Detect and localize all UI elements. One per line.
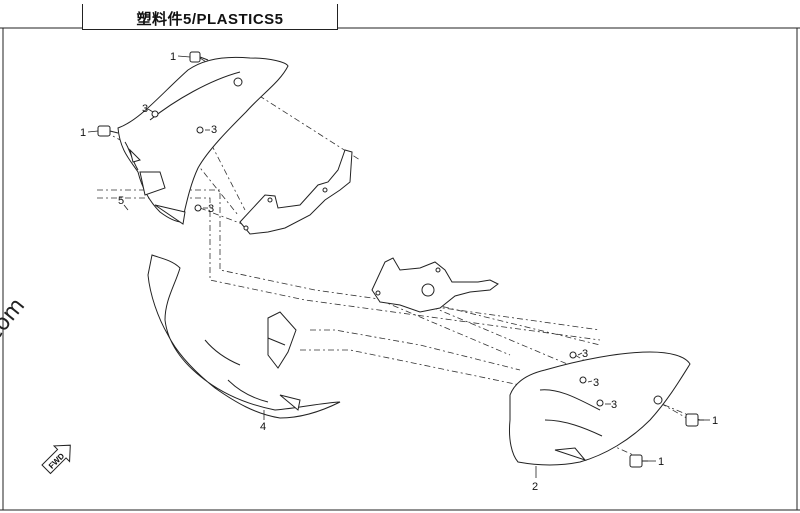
diagram-title: 塑料件5/PLASTICS5 [136,11,284,28]
screw-icon [196,126,204,134]
screw-icon [579,376,587,384]
callout-1: 1 [712,415,718,427]
screw-icon [596,399,604,407]
callout-3: 3 [582,348,588,360]
frame [0,27,800,511]
fasteners [97,51,704,468]
screw-icon [151,110,159,118]
bolt-icon [629,454,648,468]
callout-4: 4 [260,421,266,433]
bolt-icon [97,125,119,137]
callout-1: 1 [80,127,86,139]
callout-3: 3 [142,103,148,115]
lower-fairing-part-2 [509,351,691,466]
callout-3: 3 [593,377,599,389]
bolt-icon [685,413,704,427]
callout-1: 1 [170,51,176,63]
callout-5: 5 [118,195,124,207]
callout-leaders [87,55,710,478]
callout-numbers: 1 1 1 1 2 3 3 3 3 3 3 4 5 [80,51,718,493]
upper-bracket [239,149,353,235]
callout-2: 2 [532,481,538,493]
screw-icon [569,351,577,359]
callout-3: 3 [611,399,617,411]
lower-fairing-part-4 [147,254,341,419]
screw-icon [194,204,202,212]
callout-3: 3 [208,203,214,215]
bolt-icon [189,51,209,63]
lower-bracket [371,257,499,313]
title-box: 塑料件5/PLASTICS5 [82,4,338,30]
fwd-arrow-icon: FWD [41,444,71,475]
callout-3: 3 [211,124,217,136]
callout-1: 1 [658,456,664,468]
